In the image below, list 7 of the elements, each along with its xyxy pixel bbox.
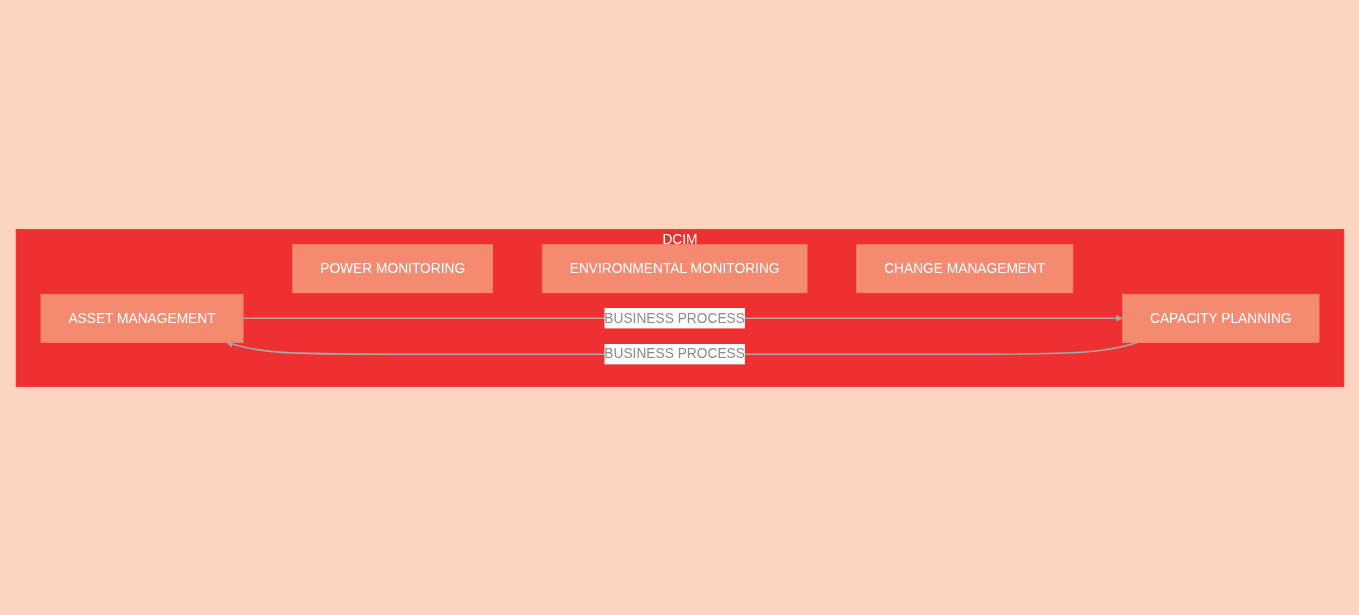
edge-label: BUSINESS PROCESS (603, 309, 745, 326)
node-box: CHANGE MANAGEMENT (855, 243, 1073, 293)
node-box: ASSET MANAGEMENT (40, 293, 243, 343)
node-box: ENVIRONMENTAL MONITORING (541, 243, 807, 293)
node-box: POWER MONITORING (291, 243, 493, 293)
edge-label: BUSINESS PROCESS (603, 345, 745, 361)
node-box: CAPACITY PLANNING (1121, 293, 1319, 343)
